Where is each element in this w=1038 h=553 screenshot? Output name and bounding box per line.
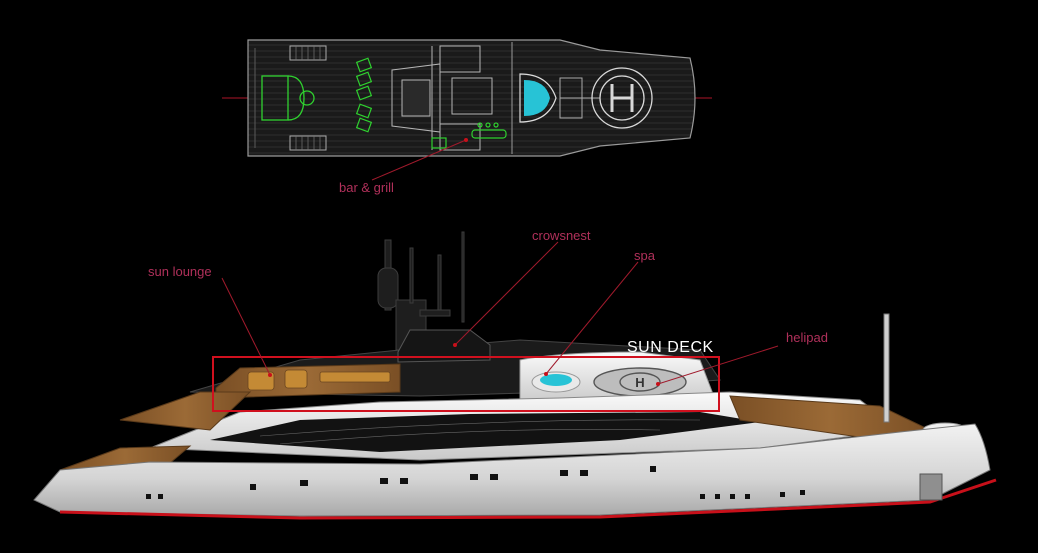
waterline-stripe — [59, 478, 997, 520]
callout-crowsnest: crowsnest — [532, 228, 591, 243]
svg-text:H: H — [635, 375, 644, 390]
plan-bar-grill — [431, 122, 507, 149]
callout-sun-lounge: sun lounge — [148, 264, 212, 279]
callout-helipad: helipad — [786, 330, 828, 345]
plan-central-structure — [391, 45, 493, 151]
plan-loungers — [355, 57, 373, 133]
helipad-side-h-icon: H — [593, 367, 687, 397]
glazing-band — [210, 412, 760, 452]
sun-deck-highlight-box — [212, 356, 720, 412]
helipad-h-icon — [591, 67, 653, 129]
plan-hull-outline — [247, 39, 696, 157]
hull — [33, 423, 991, 517]
plan-sun-lounge — [261, 75, 315, 121]
callout-bar-grill: bar & grill — [339, 180, 394, 195]
deck-title: SUN DECK — [627, 339, 714, 356]
callout-spa: spa — [634, 248, 655, 263]
portholes — [146, 466, 805, 499]
callout-lines — [221, 139, 779, 385]
spa-pool-icon — [519, 73, 557, 123]
plan-view — [222, 39, 712, 157]
crowsnest — [397, 329, 491, 363]
bow-mast — [883, 313, 890, 423]
